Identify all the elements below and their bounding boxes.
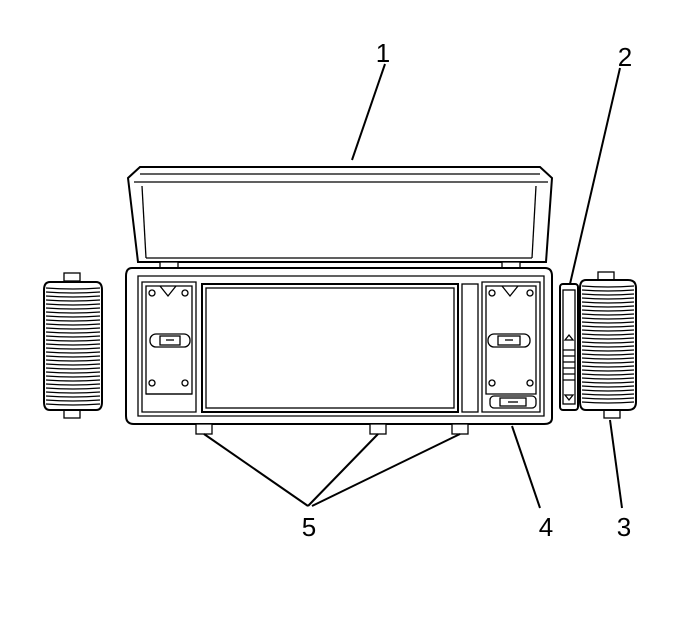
- grille-rib: [45, 391, 101, 394]
- grille-rib: [581, 401, 635, 404]
- grille-rib: [581, 305, 635, 308]
- mount-tab-center: [369, 423, 387, 435]
- grille-rib: [45, 295, 101, 298]
- grille-rib: [45, 331, 101, 334]
- right-grille: [579, 271, 637, 419]
- grille-rib: [45, 323, 101, 326]
- grille-rib: [581, 309, 635, 312]
- grille-rib: [45, 299, 101, 302]
- grille-rib: [581, 369, 635, 372]
- right-panel: [481, 281, 541, 413]
- grille-rib: [581, 301, 635, 304]
- grille-rib: [45, 395, 101, 398]
- grille-rib: [581, 397, 635, 400]
- grille-rib: [581, 293, 635, 296]
- grille-rib: [45, 339, 101, 342]
- grille-rib: [45, 367, 101, 370]
- grille-rib: [45, 379, 101, 382]
- center-lens: [201, 283, 459, 413]
- grille-rib: [45, 291, 101, 294]
- callout-5: 5: [302, 512, 316, 542]
- grille-rib: [45, 307, 101, 310]
- grille-rib: [45, 351, 101, 354]
- callout-2: 2: [618, 42, 632, 72]
- grille-rib: [45, 371, 101, 374]
- grille-rib: [45, 315, 101, 318]
- grille-rib: [45, 383, 101, 386]
- grille-rib: [45, 303, 101, 306]
- grille-rib: [45, 387, 101, 390]
- grille-rib: [581, 377, 635, 380]
- grille-rib: [45, 347, 101, 350]
- grille-rib: [45, 335, 101, 338]
- callout-3: 3: [617, 512, 631, 542]
- grille-rib: [581, 357, 635, 360]
- grille-rib: [581, 393, 635, 396]
- grille-rib: [581, 317, 635, 320]
- grille-rib: [581, 361, 635, 364]
- grille-rib: [581, 345, 635, 348]
- callout-4: 4: [539, 512, 553, 542]
- grille-rib: [45, 343, 101, 346]
- grille-rib: [45, 363, 101, 366]
- grille-rib: [581, 385, 635, 388]
- grille-rib: [581, 349, 635, 352]
- callouts: 1 2 3 4 5: [302, 38, 632, 542]
- leader-lines: [203, 63, 623, 509]
- grille-rib: [45, 327, 101, 330]
- grille-rib: [581, 373, 635, 376]
- grille-rib: [581, 289, 635, 292]
- grille-rib: [45, 403, 101, 406]
- grille-rib: [581, 389, 635, 392]
- grille-rib: [581, 297, 635, 300]
- grille-rib: [581, 325, 635, 328]
- mount-tab-left: [195, 423, 213, 435]
- grille-rib: [581, 337, 635, 340]
- grille-rib: [45, 311, 101, 314]
- grille-rib: [45, 287, 101, 290]
- callout-1: 1: [376, 38, 390, 68]
- grille-rib: [45, 355, 101, 358]
- grille-rib: [581, 381, 635, 384]
- grille-rib: [581, 313, 635, 316]
- divider-strip: [461, 283, 479, 413]
- grille-rib: [45, 319, 101, 322]
- mount-tab-right: [451, 423, 469, 435]
- left-panel: [141, 281, 197, 413]
- grille-rib: [581, 353, 635, 356]
- left-grille: [43, 272, 103, 419]
- housing-base: [125, 267, 553, 435]
- grille-rib: [581, 321, 635, 324]
- switch-strip: [559, 283, 579, 411]
- grille-rib: [581, 333, 635, 336]
- grille-rib: [45, 359, 101, 362]
- lid-cover: [126, 166, 554, 273]
- grille-rib: [581, 341, 635, 344]
- grille-rib: [581, 285, 635, 288]
- grille-rib: [581, 329, 635, 332]
- grille-rib: [45, 375, 101, 378]
- grille-rib: [45, 399, 101, 402]
- grille-rib: [581, 365, 635, 368]
